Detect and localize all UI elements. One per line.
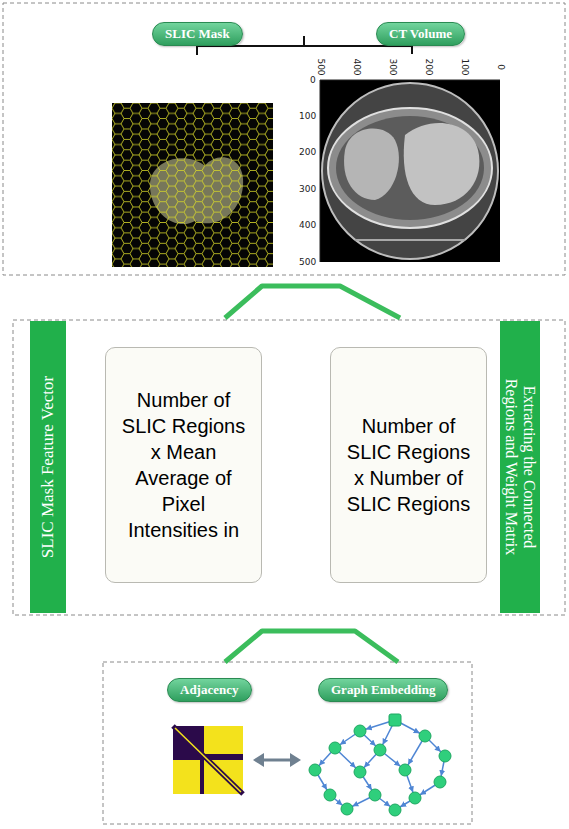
graph-vertex [324,789,336,801]
axis-tick-label: 500 [299,258,316,267]
node-text: SLIC Mask [165,23,230,45]
matrix-diagonal [175,728,241,792]
graph-vertex [389,714,401,726]
axis-tick-label: 400 [299,221,316,230]
axis-tick-label: 300 [299,185,316,194]
body-outline [328,108,492,228]
title-pill: Adjacency [167,678,252,702]
axis-tick-label: 200 [299,148,316,157]
graph-vertex [369,789,381,801]
graph-vertex [374,744,386,756]
axis-line [320,80,500,81]
node-text: Extracting the Connected Regions and Wei… [502,367,537,567]
graph-vertex [409,792,421,804]
node-text: CT Volume [389,23,452,45]
graph-vertex [354,725,366,737]
arrowhead-shape [290,753,301,767]
node-text: SLIC Mask Feature Vector [39,376,58,558]
graph-vertex [341,803,353,815]
superpixel-grid [112,103,273,267]
matrix-ground [173,726,243,794]
graph-vertex [309,764,321,776]
process-box: Number of SLIC Regions x Number of SLIC … [330,347,487,583]
node-text: Number of SLIC Regions x Number of SLIC … [340,413,477,517]
dashed-panel [103,662,472,824]
image-ground [112,103,273,267]
matrix-block [173,760,200,794]
dashed-panel [13,320,565,615]
axis-tick-label: 200 [424,58,433,75]
process-box: Number of SLIC Regions x Mean Average of… [105,347,262,583]
double-arrow [253,753,301,767]
axis-tick-label: 100 [299,112,316,121]
axis-tick-label: 100 [460,58,469,75]
title-pill: CT Volume [376,22,465,46]
axis-tick-label: 0 [310,76,316,85]
matrix-diagonal [173,726,243,794]
ct-image [320,80,500,262]
scanner-table [355,239,465,241]
node-text: Adjacency [180,679,239,701]
title-pill: Graph Embedding [318,678,448,702]
graph-image [309,714,451,816]
graph-vertex [434,776,446,788]
axis-tick-label: 300 [388,58,397,75]
node-text: Graph Embedding [331,679,435,701]
arrowhead-shape [253,753,264,767]
organ [404,123,480,205]
body-interior [336,116,484,220]
organ [344,129,399,200]
dashed-panel [3,3,565,275]
graph-vertex [439,750,451,762]
graph-vertex [329,742,341,754]
graph-vertex [419,730,431,742]
panel-connector [225,286,400,318]
vertical-band: SLIC Mask Feature Vector [30,321,66,613]
arrow-shaft [262,759,292,762]
title-pill: SLIC Mask [152,22,243,46]
graph-vertex [354,766,366,778]
axis-line [320,80,321,262]
matrix-block [204,726,243,754]
image-ground [320,80,500,262]
panel-connector [225,631,398,662]
axis-tick-label: 0 [496,64,505,70]
slic-mask-image [112,103,273,267]
axis-tick-label: 400 [352,58,361,75]
vertical-band: Extracting the Connected Regions and Wei… [500,321,540,613]
axis-tick-label: 500 [316,58,325,75]
scan-field [322,83,498,259]
adjacency-matrix-image [173,726,243,794]
graph-vertex [399,764,411,776]
graph-vertex [389,804,401,816]
node-text: Number of SLIC Regions x Mean Average of… [115,387,252,543]
